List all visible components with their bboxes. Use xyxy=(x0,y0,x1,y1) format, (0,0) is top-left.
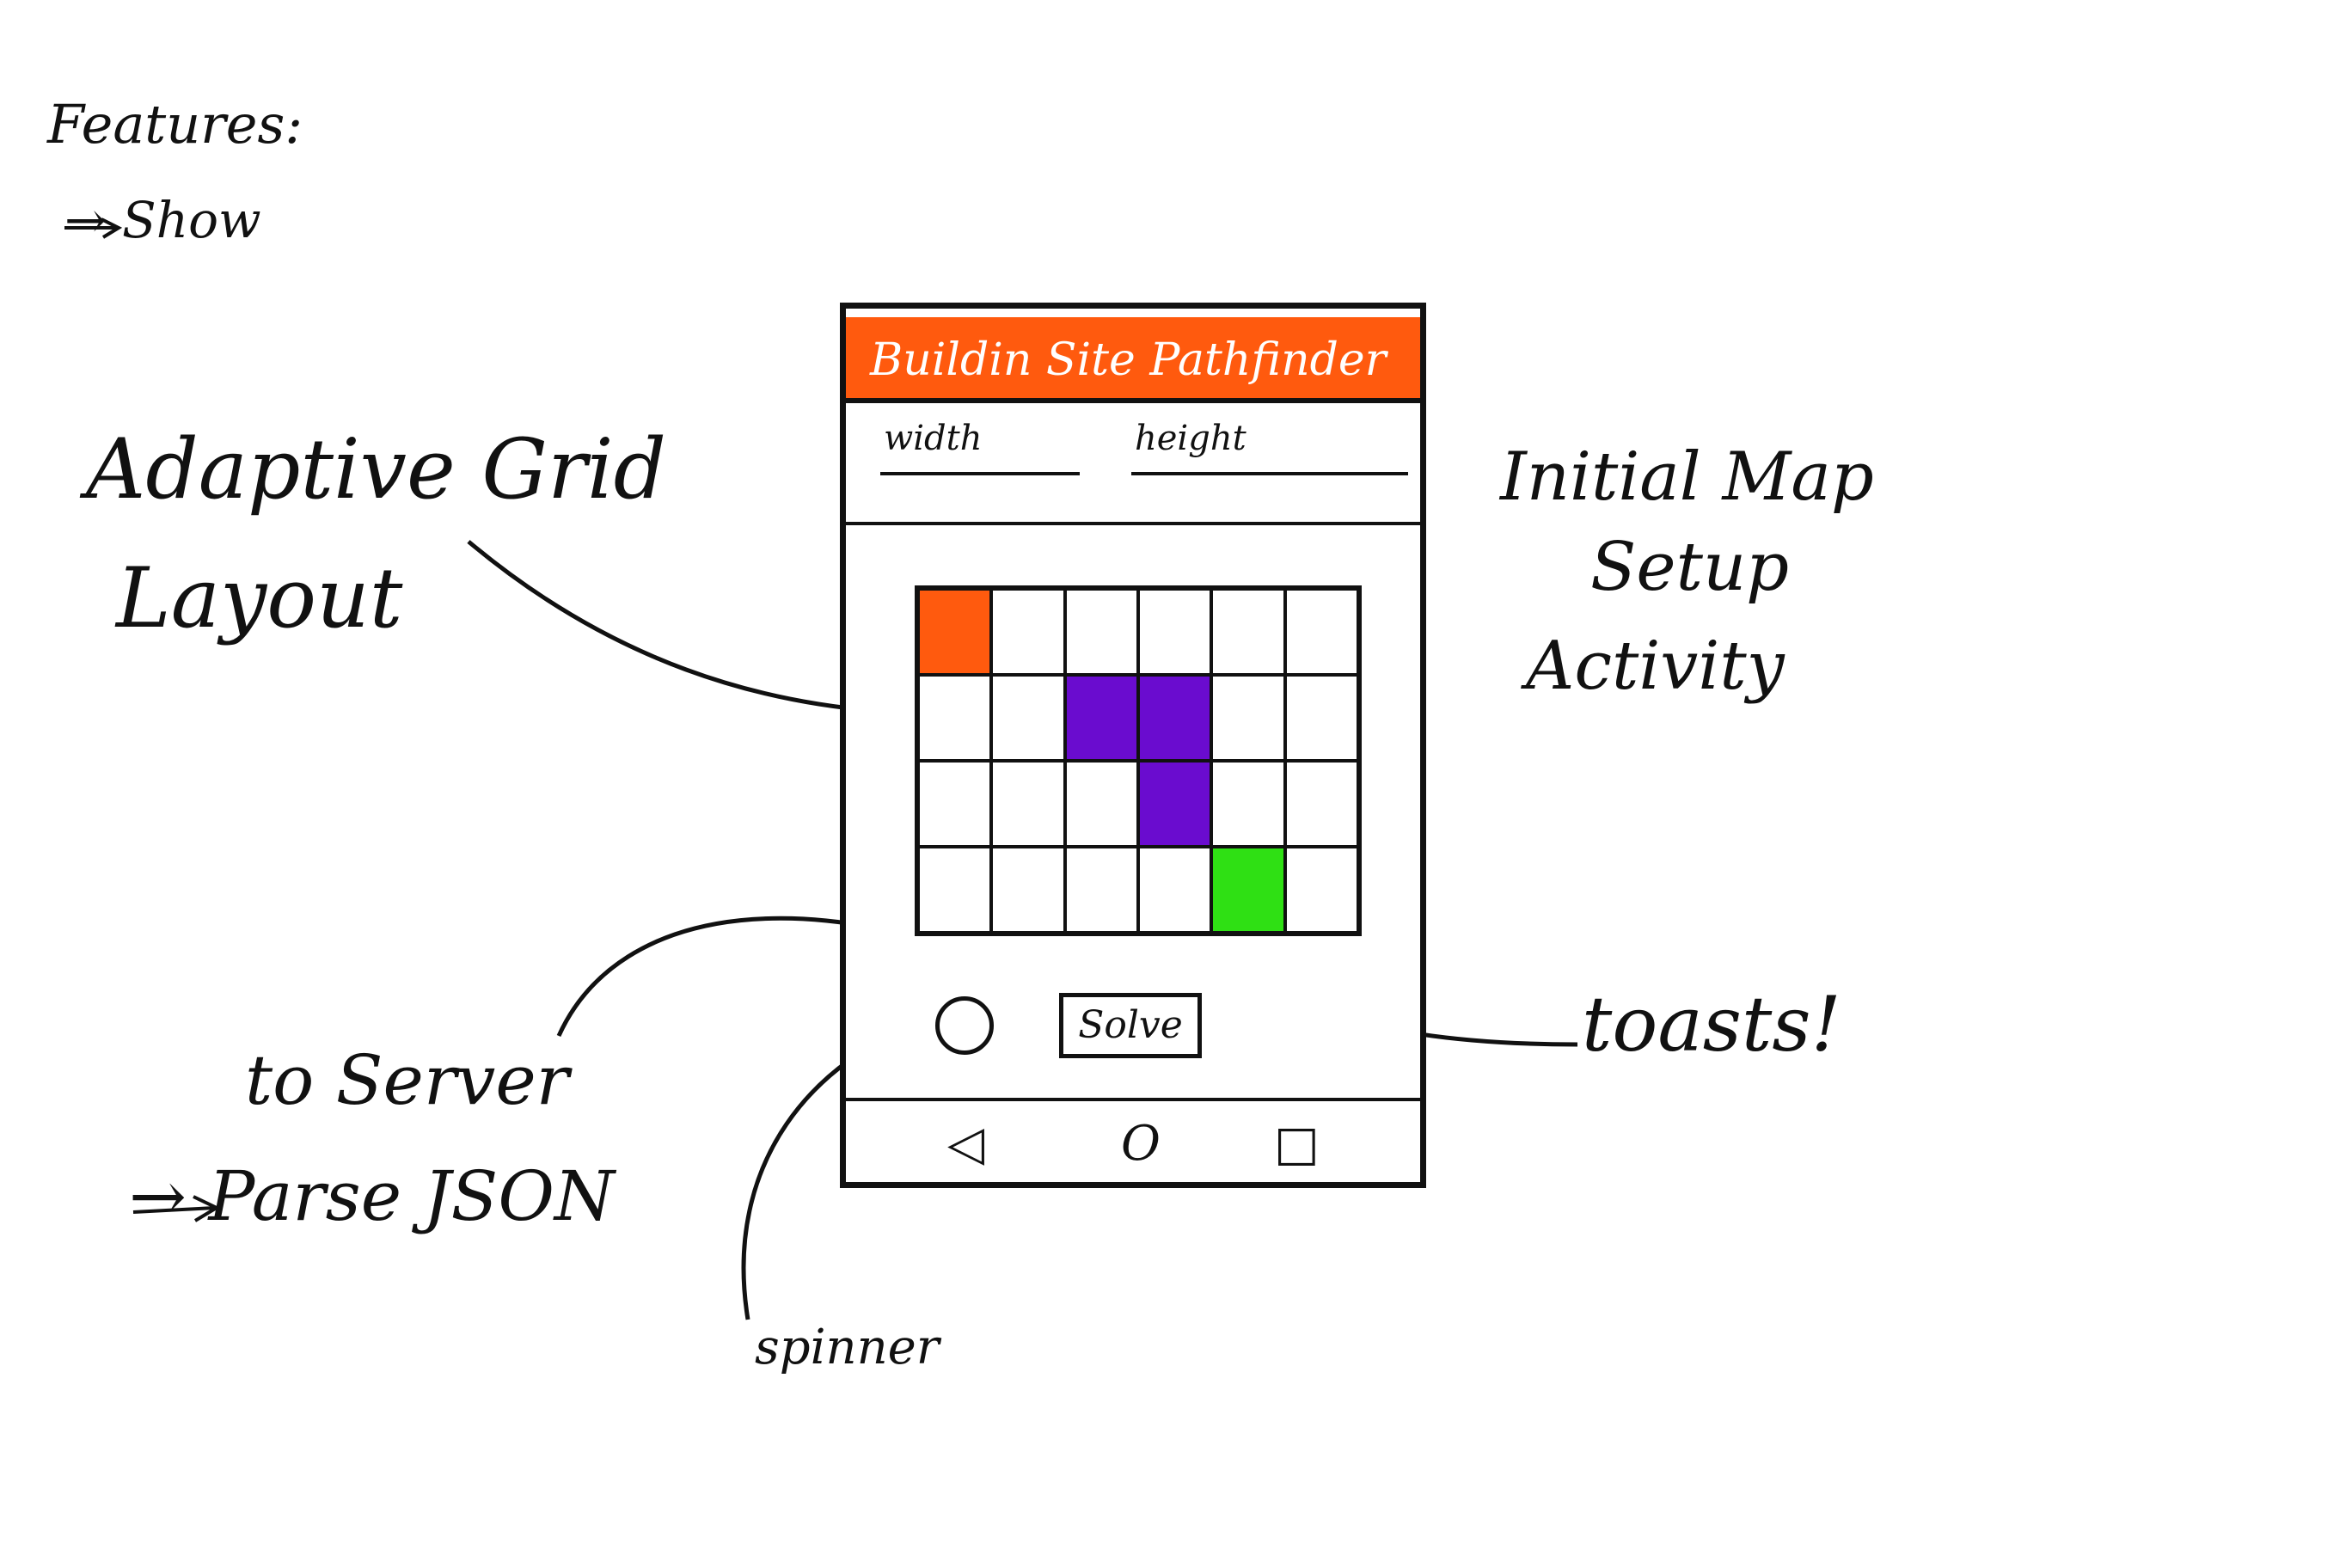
initial-setup-note-line3: Activity xyxy=(1526,628,1785,705)
grid-cell[interactable] xyxy=(1064,761,1138,847)
grid-cell[interactable] xyxy=(1138,589,1212,675)
grid-cell-purple[interactable] xyxy=(1064,675,1138,761)
grid-cell[interactable] xyxy=(1138,847,1212,933)
grid-cell[interactable] xyxy=(1064,847,1138,933)
home-icon[interactable]: O xyxy=(1121,1116,1161,1172)
grid-cell-purple[interactable] xyxy=(1138,675,1212,761)
width-field-label: width xyxy=(884,419,983,458)
grid-cell[interactable] xyxy=(1284,761,1358,847)
grid-cell[interactable] xyxy=(1211,761,1285,847)
grid-cell-orange[interactable] xyxy=(918,589,992,675)
features-heading: Features: xyxy=(47,93,303,156)
app-bar: Buildin Site Pathfinder xyxy=(846,317,1420,403)
show-note: → Show xyxy=(64,191,261,249)
grid-cell[interactable] xyxy=(1284,589,1358,675)
nav-divider xyxy=(846,1098,1420,1101)
adaptive-grid-note-line1: Adaptive Grid xyxy=(86,421,667,518)
width-field[interactable]: width xyxy=(880,412,1080,475)
form-divider xyxy=(846,522,1420,525)
recent-apps-icon[interactable]: □ xyxy=(1274,1116,1320,1172)
initial-setup-note-line1: Initial Map xyxy=(1500,438,1874,516)
grid-cell[interactable] xyxy=(991,675,1065,761)
show-arrow xyxy=(64,217,123,239)
grid-cell[interactable] xyxy=(1211,675,1285,761)
grid-cell[interactable] xyxy=(918,675,992,761)
phone-mockup: Buildin Site Pathfinder width height Sol… xyxy=(840,303,1426,1188)
height-field-label: height xyxy=(1135,419,1246,458)
loading-spinner xyxy=(935,996,994,1055)
toasts-note: toasts! xyxy=(1582,980,1841,1069)
parse-json-note: → Parse JSON xyxy=(129,1156,615,1236)
grid-cell[interactable] xyxy=(991,761,1065,847)
navigation-bar: ◁ O □ xyxy=(846,1101,1420,1187)
grid-cell[interactable] xyxy=(918,761,992,847)
grid-cell[interactable] xyxy=(991,589,1065,675)
back-icon[interactable]: ◁ xyxy=(947,1116,985,1172)
map-grid xyxy=(915,585,1362,936)
grid-cell[interactable] xyxy=(1284,675,1358,761)
app-title: Buildin Site Pathfinder xyxy=(870,334,1387,386)
grid-cell[interactable] xyxy=(1064,589,1138,675)
height-field[interactable]: height xyxy=(1131,412,1408,475)
grid-cell-purple[interactable] xyxy=(1138,761,1212,847)
initial-setup-note-line2: Setup xyxy=(1590,529,1790,606)
grid-cell[interactable] xyxy=(1284,847,1358,933)
grid-cell[interactable] xyxy=(1211,589,1285,675)
grid-cell-green[interactable] xyxy=(1211,847,1285,933)
to-server-note: to Server xyxy=(245,1040,569,1120)
parse-arrow xyxy=(132,1195,221,1222)
adaptive-grid-note-line2: Layout xyxy=(116,550,403,646)
spinner-note: spinner xyxy=(755,1320,940,1375)
solve-button[interactable]: Solve xyxy=(1059,993,1202,1058)
grid-cell[interactable] xyxy=(918,847,992,933)
grid-cell[interactable] xyxy=(991,847,1065,933)
